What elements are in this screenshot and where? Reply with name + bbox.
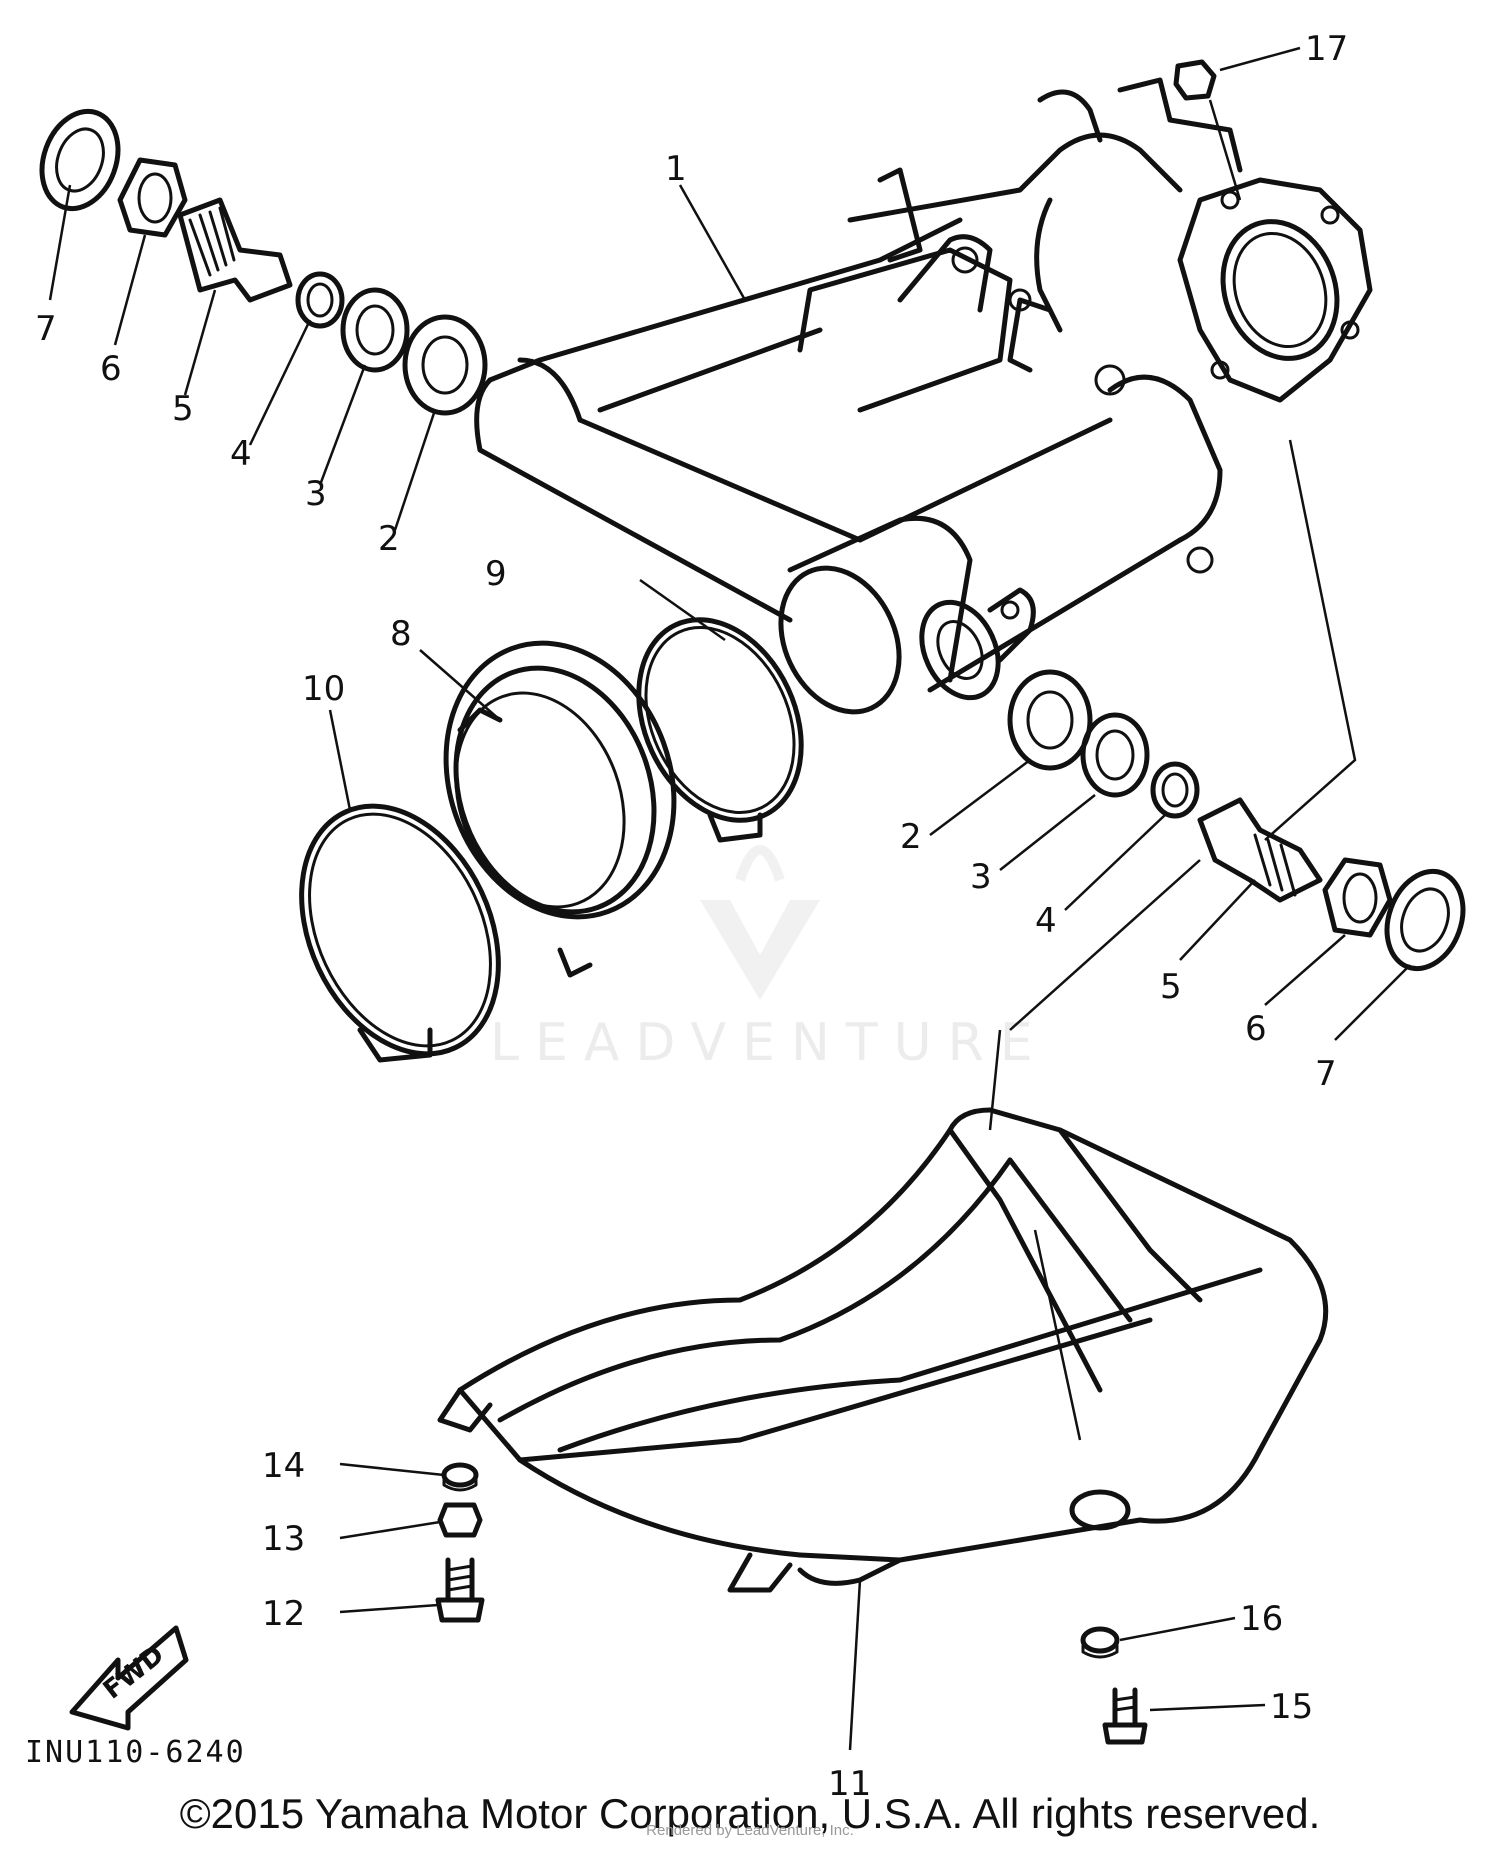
skid-plate-11: [437, 1107, 1329, 1593]
label-6-left: 6: [100, 349, 122, 389]
label-14: 14: [262, 1446, 305, 1486]
left-seal-3: [340, 287, 410, 373]
right-shaft-5: [1197, 797, 1323, 903]
label-4-right: 4: [1035, 901, 1057, 941]
left-shaft-5: [177, 197, 293, 303]
label-15: 15: [1270, 1687, 1313, 1727]
fwd-label: FWD: [98, 1640, 170, 1706]
washer-16: [1080, 1626, 1120, 1659]
label-8: 8: [390, 614, 412, 654]
right-bearing-2: [1007, 669, 1093, 771]
label-12: 12: [262, 1594, 305, 1634]
label-10: 10: [302, 669, 345, 709]
rendered-by-credit: Rendered by LeadVenture, Inc.: [646, 1822, 854, 1839]
figure-code: INU110-6240: [25, 1735, 246, 1770]
fwd-arrow-icon: FWD: [69, 1625, 189, 1731]
label-6-right: 6: [1245, 1009, 1267, 1049]
label-4-left: 4: [230, 434, 252, 474]
washer-14: [441, 1462, 479, 1492]
label-7-right: 7: [1315, 1054, 1337, 1094]
right-seal-7: [1384, 868, 1466, 972]
label-5-right: 5: [1160, 967, 1182, 1007]
right-collar-4: [1150, 761, 1200, 819]
label-3-right: 3: [970, 857, 992, 897]
label-1: 1: [665, 149, 687, 189]
left-seal-7: [39, 108, 121, 212]
band-9: [636, 617, 804, 843]
label-9: 9: [485, 554, 507, 594]
right-seal-3: [1080, 712, 1150, 798]
bolt-15: [1102, 1687, 1148, 1745]
band-10: [299, 803, 501, 1063]
label-3-left: 3: [305, 474, 327, 514]
watermark-logo: [700, 845, 820, 1000]
nut-17: [1173, 59, 1217, 101]
label-11: 11: [828, 1764, 871, 1804]
leader-lines: [48, 46, 1411, 1751]
nut-13: [437, 1502, 483, 1538]
label-7-left: 7: [35, 309, 57, 349]
bolt-12: [435, 1557, 485, 1623]
label-13: 13: [262, 1519, 305, 1559]
label-16: 16: [1240, 1599, 1283, 1639]
copyright-notice: ©2015 Yamaha Motor Corporation, U.S.A. A…: [179, 1790, 1321, 1837]
part-labels: 1 2 3 4 5 6 7 2 3 4 5 6 7 8 9 10 11 12 1…: [35, 29, 1348, 1804]
left-bearing-2: [402, 314, 488, 416]
swing-arm: [474, 77, 1373, 715]
left-nut-6: [117, 157, 188, 238]
left-collar-4: [295, 271, 345, 329]
watermark-text: LEADVENTURE: [490, 1013, 1049, 1073]
right-nut-6: [1322, 857, 1393, 938]
label-17: 17: [1305, 29, 1348, 69]
label-2-right: 2: [900, 817, 922, 857]
label-5-left: 5: [172, 389, 194, 429]
bellows-8: [443, 640, 677, 978]
label-2-left: 2: [378, 519, 400, 559]
